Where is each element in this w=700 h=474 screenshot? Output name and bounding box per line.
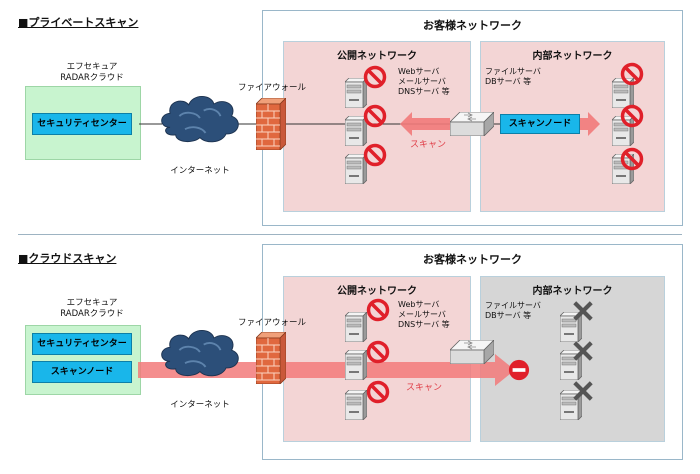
radar-cloud-line1: エフセキュア	[66, 298, 118, 308]
radar-cloud-label: エフセキュア RADARクラウド	[42, 298, 142, 320]
web-server-text: Webサーバ	[398, 67, 440, 76]
public-server-icon	[345, 350, 367, 380]
section-divider	[18, 234, 682, 235]
firewall-label: ファイアウォール	[237, 83, 306, 93]
mail-server-text: メールサーバ	[398, 310, 446, 319]
radar-cloud-line2: RADARクラウド	[60, 309, 124, 319]
file-server-text: ファイルサーバ	[485, 301, 541, 310]
db-server-text: DBサーバ 等	[485, 77, 532, 86]
x-mark-icon	[572, 300, 594, 322]
public-servers-label: Webサーバ メールサーバ DNSサーバ 等	[398, 67, 450, 97]
scan-label: スキャン	[406, 383, 443, 393]
private-scan-heading: ■プライベートスキャン	[18, 16, 139, 29]
no-entry-icon	[366, 298, 390, 322]
no-entry-icon	[366, 380, 390, 404]
x-mark-icon	[572, 340, 594, 362]
mail-server-text: メールサーバ	[398, 77, 446, 86]
security-center-box[interactable]: セキュリティセンター	[32, 333, 132, 355]
public-network-title: 公開ネットワーク	[337, 51, 417, 62]
radar-cloud-line1: エフセキュア	[66, 62, 118, 72]
internet-cloud-icon	[157, 322, 241, 382]
radar-cloud-label: エフセキュア RADARクラウド	[42, 62, 142, 84]
public-servers-label: Webサーバ メールサーバ DNSサーバ 等	[398, 300, 450, 330]
internet-label: インターネット	[170, 166, 230, 176]
firewall-label: ファイアウォール	[237, 318, 306, 328]
public-server-icon	[345, 312, 367, 342]
dns-server-text: DNSサーバ 等	[398, 87, 450, 96]
internal-servers-label: ファイルサーバ DBサーバ 等	[485, 301, 541, 321]
blocked-icon	[508, 359, 530, 381]
firewall-icon	[256, 332, 286, 384]
scan-node-box[interactable]: スキャンノード	[32, 361, 132, 383]
scan-label: スキャン	[410, 140, 447, 150]
db-server-text: DBサーバ 等	[485, 311, 532, 320]
security-center-box[interactable]: セキュリティセンター	[32, 113, 132, 135]
x-mark-icon	[572, 380, 594, 402]
customer-network-title: お客様ネットワーク	[423, 19, 522, 32]
dns-server-text: DNSサーバ 等	[398, 320, 450, 329]
file-server-text: ファイルサーバ	[485, 67, 541, 76]
internal-network-title: 内部ネットワーク	[532, 286, 613, 297]
public-server-icon	[345, 390, 367, 420]
web-server-text: Webサーバ	[398, 300, 440, 309]
internet-label: インターネット	[170, 400, 230, 410]
no-entry-icon	[366, 340, 390, 364]
cloud-scan-heading: ■クラウドスキャン	[18, 252, 117, 265]
customer-network-title: お客様ネットワーク	[423, 253, 522, 266]
public-network-title: 公開ネットワーク	[337, 286, 417, 297]
radar-cloud-line2: RADARクラウド	[60, 73, 124, 83]
internal-network-title: 内部ネットワーク	[532, 51, 613, 62]
switch-icon	[450, 340, 494, 364]
scan-node-box[interactable]: スキャンノード	[500, 114, 580, 134]
internal-servers-label: ファイルサーバ DBサーバ 等	[485, 67, 541, 87]
